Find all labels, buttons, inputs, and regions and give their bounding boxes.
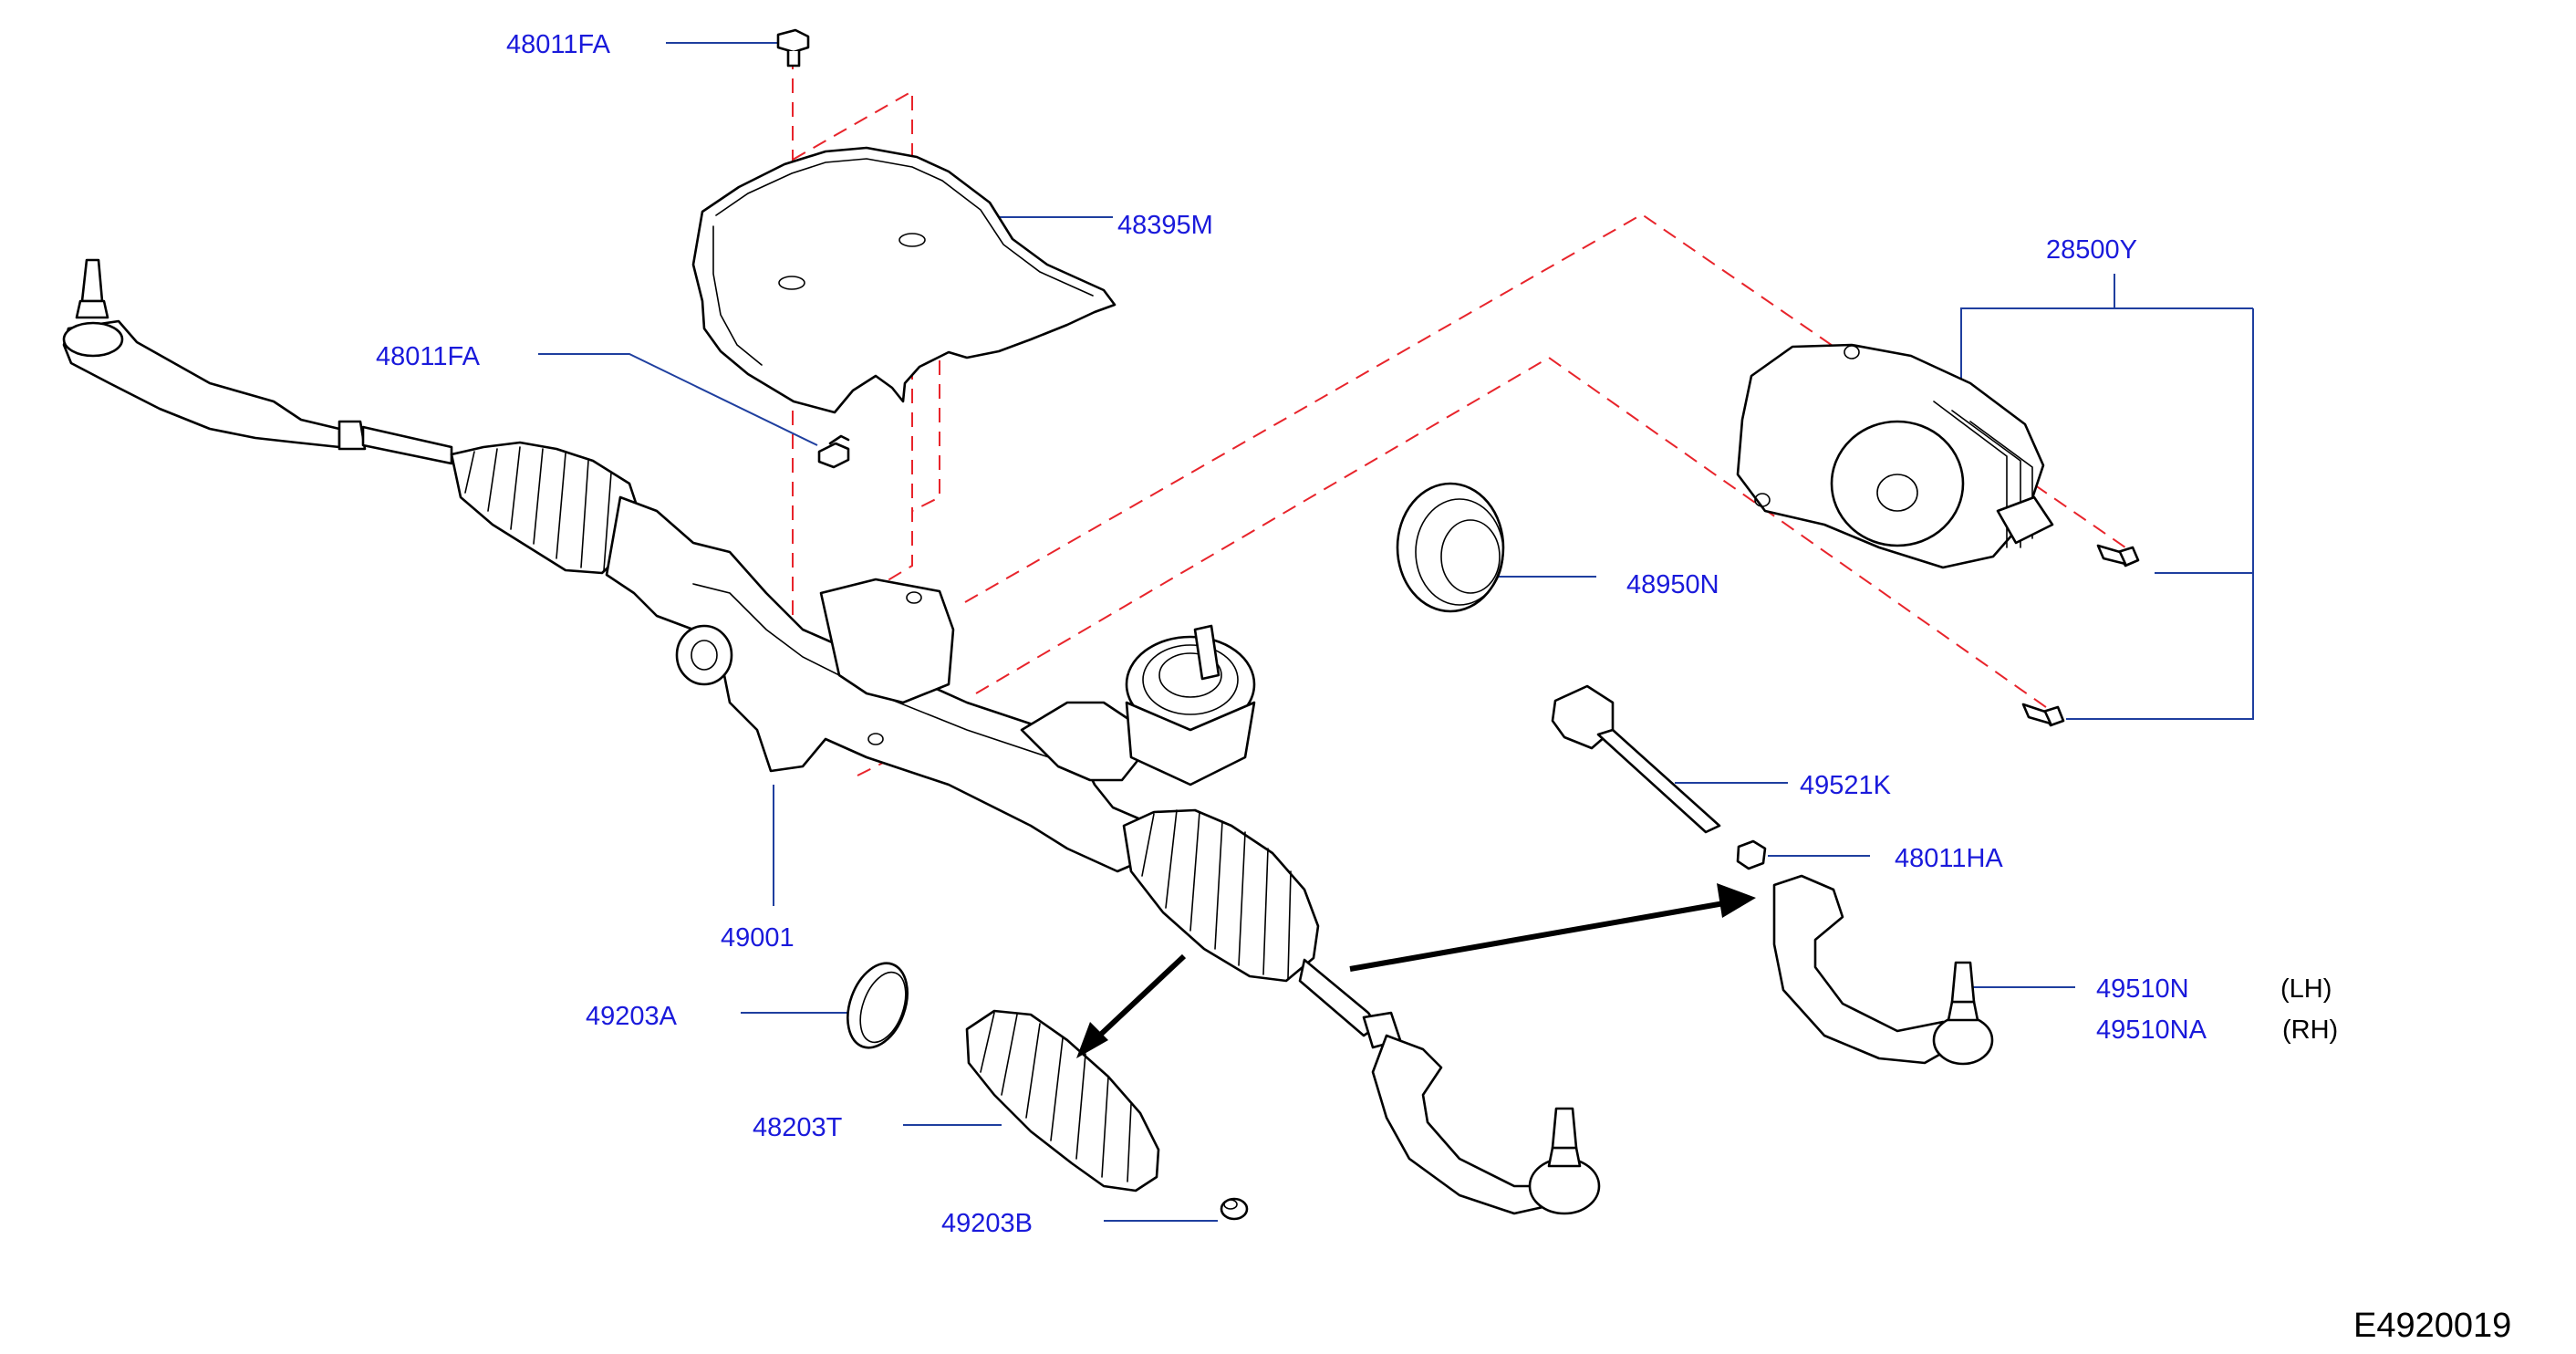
label-49521k: 49521K <box>1800 771 1892 800</box>
label-48011fa-top: 48011FA <box>506 30 611 59</box>
pin-49521k <box>1551 684 1721 834</box>
tie-rod-end-right <box>1298 958 1601 1215</box>
tie-rod-end-left <box>62 258 453 465</box>
label-48395m: 48395M <box>1117 211 1213 240</box>
label-48011ha: 48011HA <box>1895 844 2003 873</box>
label-49510na: 49510NA <box>2096 1016 2207 1045</box>
label-48950n: 48950N <box>1626 570 1719 599</box>
pinion-assembly <box>1125 624 1256 786</box>
label-28500y: 28500Y <box>2046 235 2137 265</box>
bolt-48011fa-top <box>776 28 810 68</box>
motor-bolts <box>2021 544 2140 727</box>
boot-48203t <box>965 1009 1160 1193</box>
part-labels: 48011FA 48395M 48011FA 28500Y 48950N 495… <box>376 30 2511 1345</box>
label-side-lh: (LH) <box>2280 974 2332 1004</box>
label-side-rh: (RH) <box>2282 1016 2338 1045</box>
rack-housing-49001 <box>605 495 1151 873</box>
seal-ring-48950n <box>1396 482 1505 613</box>
label-49001: 49001 <box>721 923 795 953</box>
direction-arrows <box>1076 883 1756 1058</box>
tie-rod-end-separate <box>1772 874 1994 1066</box>
motor-ecu-28500y <box>1736 343 2054 569</box>
label-49510n: 49510N <box>2096 974 2189 1004</box>
leader-lines <box>538 42 2254 1222</box>
diagram-code: E4920019 <box>2353 1307 2511 1345</box>
nut-48011ha <box>1736 839 1767 870</box>
clamp-49203a <box>847 962 909 1049</box>
label-49203b: 49203B <box>941 1209 1033 1238</box>
cover-48395m <box>691 146 1117 414</box>
bellows-right <box>1122 808 1320 983</box>
bolt-48011fa-mid <box>817 434 850 469</box>
label-48203t: 48203T <box>753 1113 843 1142</box>
label-49203a: 49203A <box>586 1002 678 1031</box>
clip-49203b <box>1220 1197 1249 1221</box>
label-48011fa-mid: 48011FA <box>376 342 481 371</box>
